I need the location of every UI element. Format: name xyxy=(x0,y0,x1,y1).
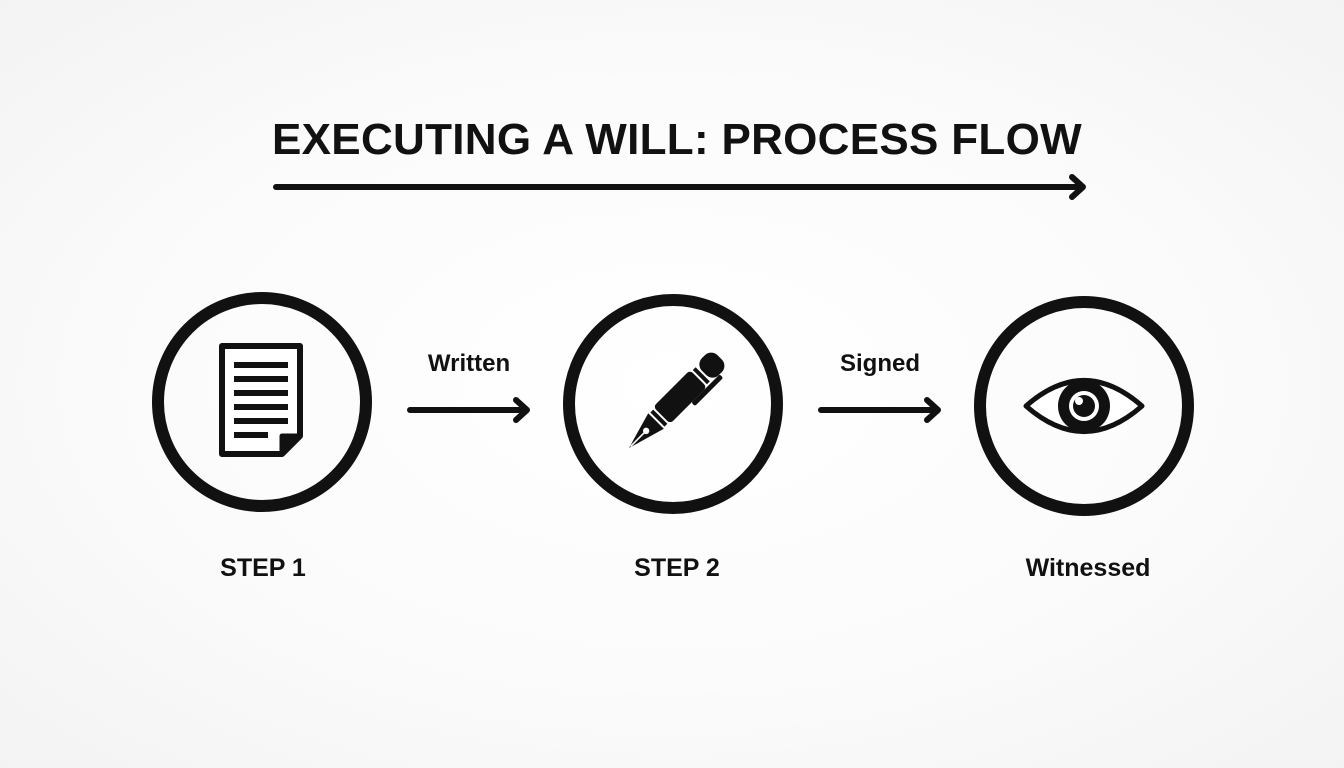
transition-label-written: Written xyxy=(427,350,511,377)
diagram-title: EXECUTING A WILL: PROCESS FLOW xyxy=(272,115,1082,164)
step-1-label: STEP 1 xyxy=(220,554,306,582)
step-3-label: Witnessed xyxy=(1025,554,1151,582)
eye-icon xyxy=(1023,378,1145,434)
step-3-node xyxy=(974,296,1194,516)
step-2-label: STEP 2 xyxy=(634,554,720,582)
title-underline-arrow xyxy=(273,174,1086,200)
transition-label-signed: Signed xyxy=(839,350,920,377)
flow-arrow-1 xyxy=(407,397,530,423)
fountain-pen-icon xyxy=(629,352,725,448)
document-icon xyxy=(219,343,303,457)
flow-arrow-2 xyxy=(818,397,941,423)
step-2-node xyxy=(563,294,783,514)
step-1-node xyxy=(152,292,372,512)
